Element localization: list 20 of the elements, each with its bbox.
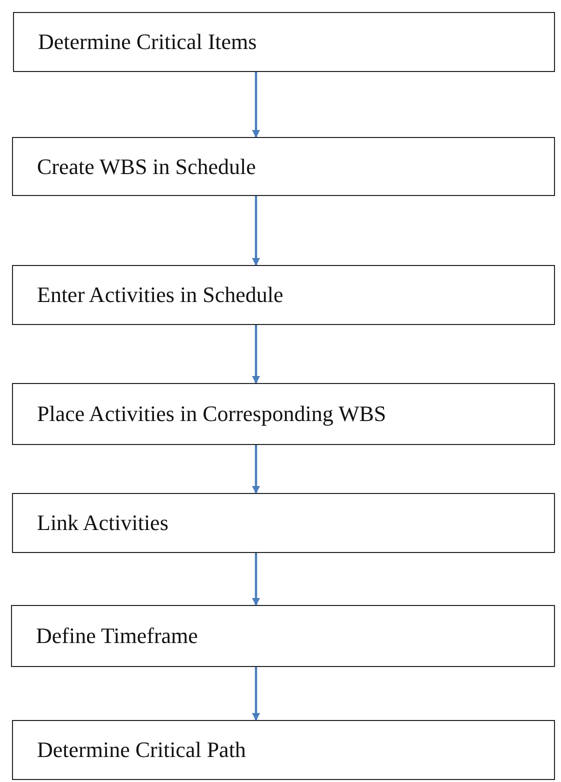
step-label: Create WBS in Schedule (37, 154, 256, 180)
arrow (252, 72, 260, 138)
arrow (252, 553, 260, 606)
process-box (12, 493, 555, 553)
step-label: Place Activities in Corresponding WBS (37, 401, 386, 427)
step-label: Determine Critical Path (37, 737, 246, 763)
process-box (11, 605, 555, 667)
step-label: Enter Activities in Schedule (37, 282, 284, 308)
process-box (13, 12, 555, 72)
step-label: Link Activities (37, 510, 168, 536)
step-label: Define Timeframe (36, 623, 198, 649)
arrow (252, 667, 260, 721)
arrow (252, 445, 260, 494)
process-box (12, 720, 555, 780)
arrow (252, 325, 260, 384)
process-box (12, 137, 555, 196)
process-box (12, 383, 555, 445)
arrow (252, 196, 260, 266)
process-box (12, 265, 555, 325)
step-label: Determine Critical Items (38, 29, 257, 55)
